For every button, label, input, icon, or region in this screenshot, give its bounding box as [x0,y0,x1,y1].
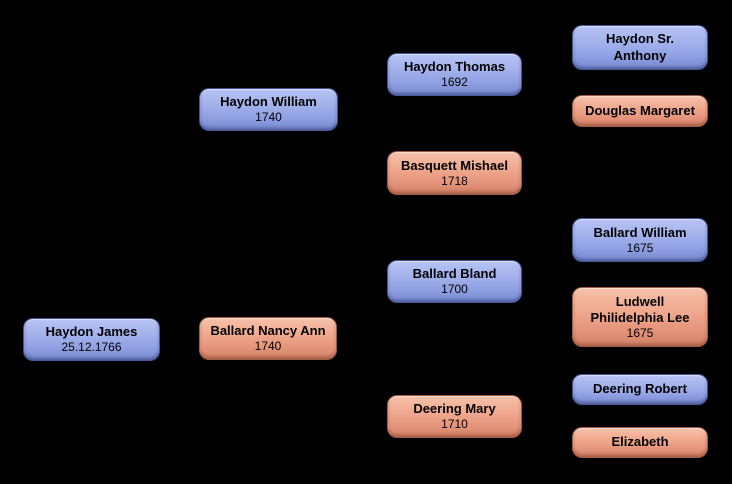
person-name: Haydon James [45,324,138,340]
person-date: 1675 [626,326,654,341]
person-date: 25.12.1766 [61,340,122,355]
person-name: Ballard Bland [412,266,497,282]
person-box-basquett-mishael[interactable]: Basquett Mishael 1718 [387,151,522,195]
person-box-elizabeth[interactable]: Elizabeth [572,427,708,458]
person-name: Ballard William [593,224,687,240]
person-name: Deering Robert [593,381,687,397]
person-date: 1740 [254,339,282,354]
person-box-haydon-sr-anthony[interactable]: Haydon Sr. Anthony [572,25,708,70]
person-date: 1710 [441,417,468,432]
person-box-haydon-thomas[interactable]: Haydon Thomas 1692 [387,53,522,96]
person-box-ballard-nancy-ann[interactable]: Ballard Nancy Ann 1740 [199,317,337,360]
person-date: 1718 [441,173,468,188]
person-box-haydon-james[interactable]: Haydon James 25.12.1766 [23,318,160,361]
person-name: Ballard Nancy Ann [210,323,326,339]
person-name: Ludwell Philidelphia Lee [590,293,690,325]
person-box-ballard-bland[interactable]: Ballard Bland 1700 [387,260,522,303]
person-box-douglas-margaret[interactable]: Douglas Margaret [572,95,708,127]
person-box-ludwell-philidelphia-lee[interactable]: Ludwell Philidelphia Lee 1675 [572,287,708,347]
person-date: 1692 [441,75,468,90]
person-box-deering-mary[interactable]: Deering Mary 1710 [387,395,522,438]
person-box-haydon-william[interactable]: Haydon William 1740 [199,88,338,131]
person-name: Haydon William [220,94,317,110]
person-name: Deering Mary [413,401,496,417]
person-name: Basquett Mishael [401,157,508,173]
person-box-deering-robert[interactable]: Deering Robert [572,374,708,405]
person-date: 1700 [441,282,468,297]
person-date: 1675 [626,240,654,255]
person-name: Haydon Thomas [403,59,506,75]
person-name: Haydon Sr. Anthony [606,31,674,63]
person-name: Douglas Margaret [585,102,695,118]
person-date: 1740 [255,110,282,125]
person-box-ballard-william[interactable]: Ballard William 1675 [572,218,708,262]
person-name: Elizabeth [611,434,669,450]
